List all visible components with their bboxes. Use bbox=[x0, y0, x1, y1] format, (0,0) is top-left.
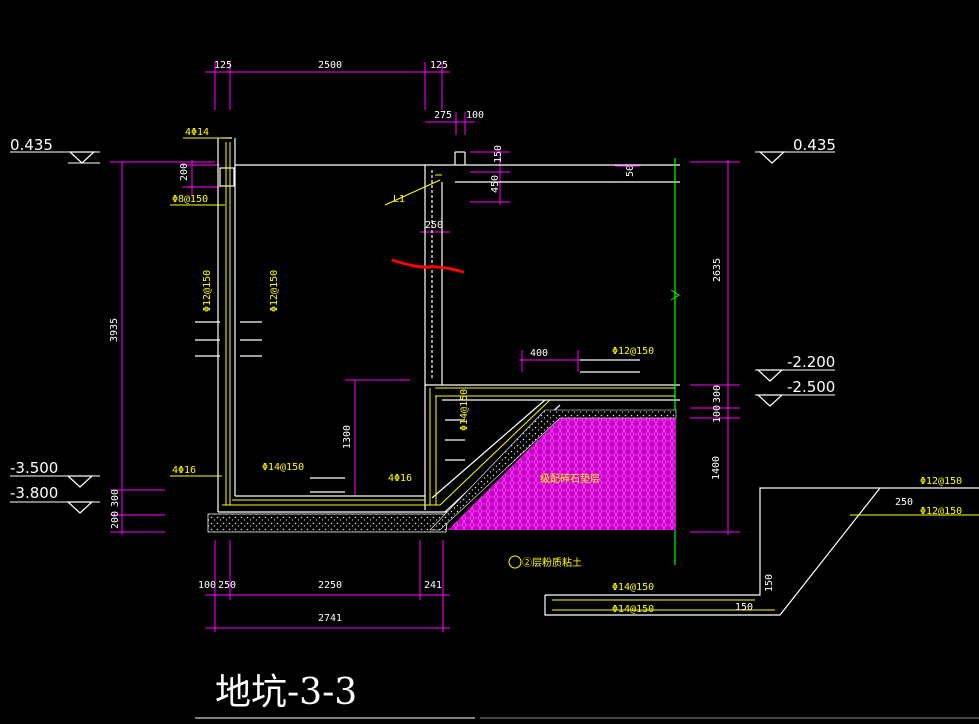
red-markup-stroke bbox=[391, 258, 465, 274]
svg-text:50: 50 bbox=[625, 165, 636, 177]
level-mid-right-1: -2.200 bbox=[787, 353, 835, 371]
svg-text:4Φ14: 4Φ14 bbox=[185, 127, 209, 138]
svg-text:275: 275 bbox=[434, 110, 452, 121]
svg-text:Φ14@150: Φ14@150 bbox=[459, 389, 470, 431]
svg-text:L1: L1 bbox=[393, 194, 405, 205]
svg-text:Φ14@150: Φ14@150 bbox=[262, 462, 304, 473]
level-top-left: 0.435 bbox=[10, 136, 53, 154]
beam-section bbox=[219, 167, 235, 187]
svg-text:Φ12@150: Φ12@150 bbox=[202, 270, 213, 312]
svg-text:300: 300 bbox=[712, 385, 723, 403]
level-top-right: 0.435 bbox=[793, 136, 836, 154]
svg-text:100: 100 bbox=[712, 405, 723, 423]
svg-text:2635: 2635 bbox=[712, 258, 723, 282]
svg-text:1300: 1300 bbox=[342, 425, 353, 449]
drawing-title: 地坑-3-3 bbox=[215, 672, 357, 713]
svg-text:4Φ16: 4Φ16 bbox=[172, 465, 196, 476]
svg-text:200: 200 bbox=[179, 163, 190, 181]
svg-text:4Φ16: 4Φ16 bbox=[388, 473, 412, 484]
svg-text:400: 400 bbox=[530, 348, 548, 359]
svg-text:②层粉质粘土: ②层粉质粘土 bbox=[522, 556, 582, 569]
rebar-lines bbox=[195, 142, 675, 506]
svg-text:2500: 2500 bbox=[318, 60, 342, 71]
svg-text:Φ8@150: Φ8@150 bbox=[172, 194, 208, 205]
gravel-label: 级配碎石垫层 bbox=[540, 472, 600, 485]
svg-text:2250: 2250 bbox=[318, 580, 342, 591]
level-triangle-icon bbox=[68, 151, 96, 164]
dimensions-right: 2635 300 100 1400 1300 400 bbox=[342, 160, 740, 535]
svg-text:3935: 3935 bbox=[109, 318, 120, 342]
svg-text:1400: 1400 bbox=[711, 456, 722, 480]
svg-text:450: 450 bbox=[490, 175, 501, 193]
structure bbox=[217, 137, 680, 565]
svg-text:250: 250 bbox=[218, 580, 236, 591]
level-bot-left-1: -3.500 bbox=[10, 459, 58, 477]
rebar-labels: 4Φ14 Φ8@150 Φ12@150 Φ12@150 L1 Φ12@150 Φ… bbox=[170, 127, 962, 615]
svg-text:250: 250 bbox=[895, 497, 913, 508]
svg-text:Φ12@150: Φ12@150 bbox=[612, 346, 654, 357]
level-triangle-icon bbox=[758, 151, 786, 164]
svg-text:Φ12@150: Φ12@150 bbox=[269, 270, 280, 312]
svg-text:150: 150 bbox=[764, 574, 775, 592]
svg-text:2741: 2741 bbox=[318, 613, 342, 624]
svg-text:300: 300 bbox=[110, 489, 121, 507]
dimensions-left: 3935 200 300 200 bbox=[109, 160, 220, 535]
svg-text:200: 200 bbox=[110, 511, 121, 529]
svg-text:150: 150 bbox=[493, 145, 504, 163]
level-markers: 0.435 0.435 -2.200 -2.500 -3.500 -3.800 bbox=[10, 136, 836, 514]
level-bot-left-2: -3.800 bbox=[10, 484, 58, 502]
soil-layer-icon bbox=[508, 555, 522, 569]
svg-text:Φ12@150: Φ12@150 bbox=[920, 506, 962, 517]
svg-text:241: 241 bbox=[424, 580, 442, 591]
svg-text:Φ12@150: Φ12@150 bbox=[920, 476, 962, 487]
svg-text:250: 250 bbox=[425, 220, 443, 231]
svg-text:Φ14@150: Φ14@150 bbox=[612, 582, 654, 593]
detail-right: 250 150 150 bbox=[544, 487, 979, 616]
level-mid-right-2: -2.500 bbox=[787, 378, 835, 396]
svg-text:125: 125 bbox=[430, 60, 448, 71]
svg-text:100: 100 bbox=[466, 110, 484, 121]
svg-text:150: 150 bbox=[735, 602, 753, 613]
svg-text:125: 125 bbox=[214, 60, 232, 71]
svg-text:100: 100 bbox=[198, 580, 216, 591]
dimensions-bottom: 100 250 2250 241 2741 bbox=[198, 540, 450, 632]
fills bbox=[207, 409, 677, 533]
dimensions-top: 125 2500 125 275 100 150 450 50 250 bbox=[205, 60, 640, 233]
